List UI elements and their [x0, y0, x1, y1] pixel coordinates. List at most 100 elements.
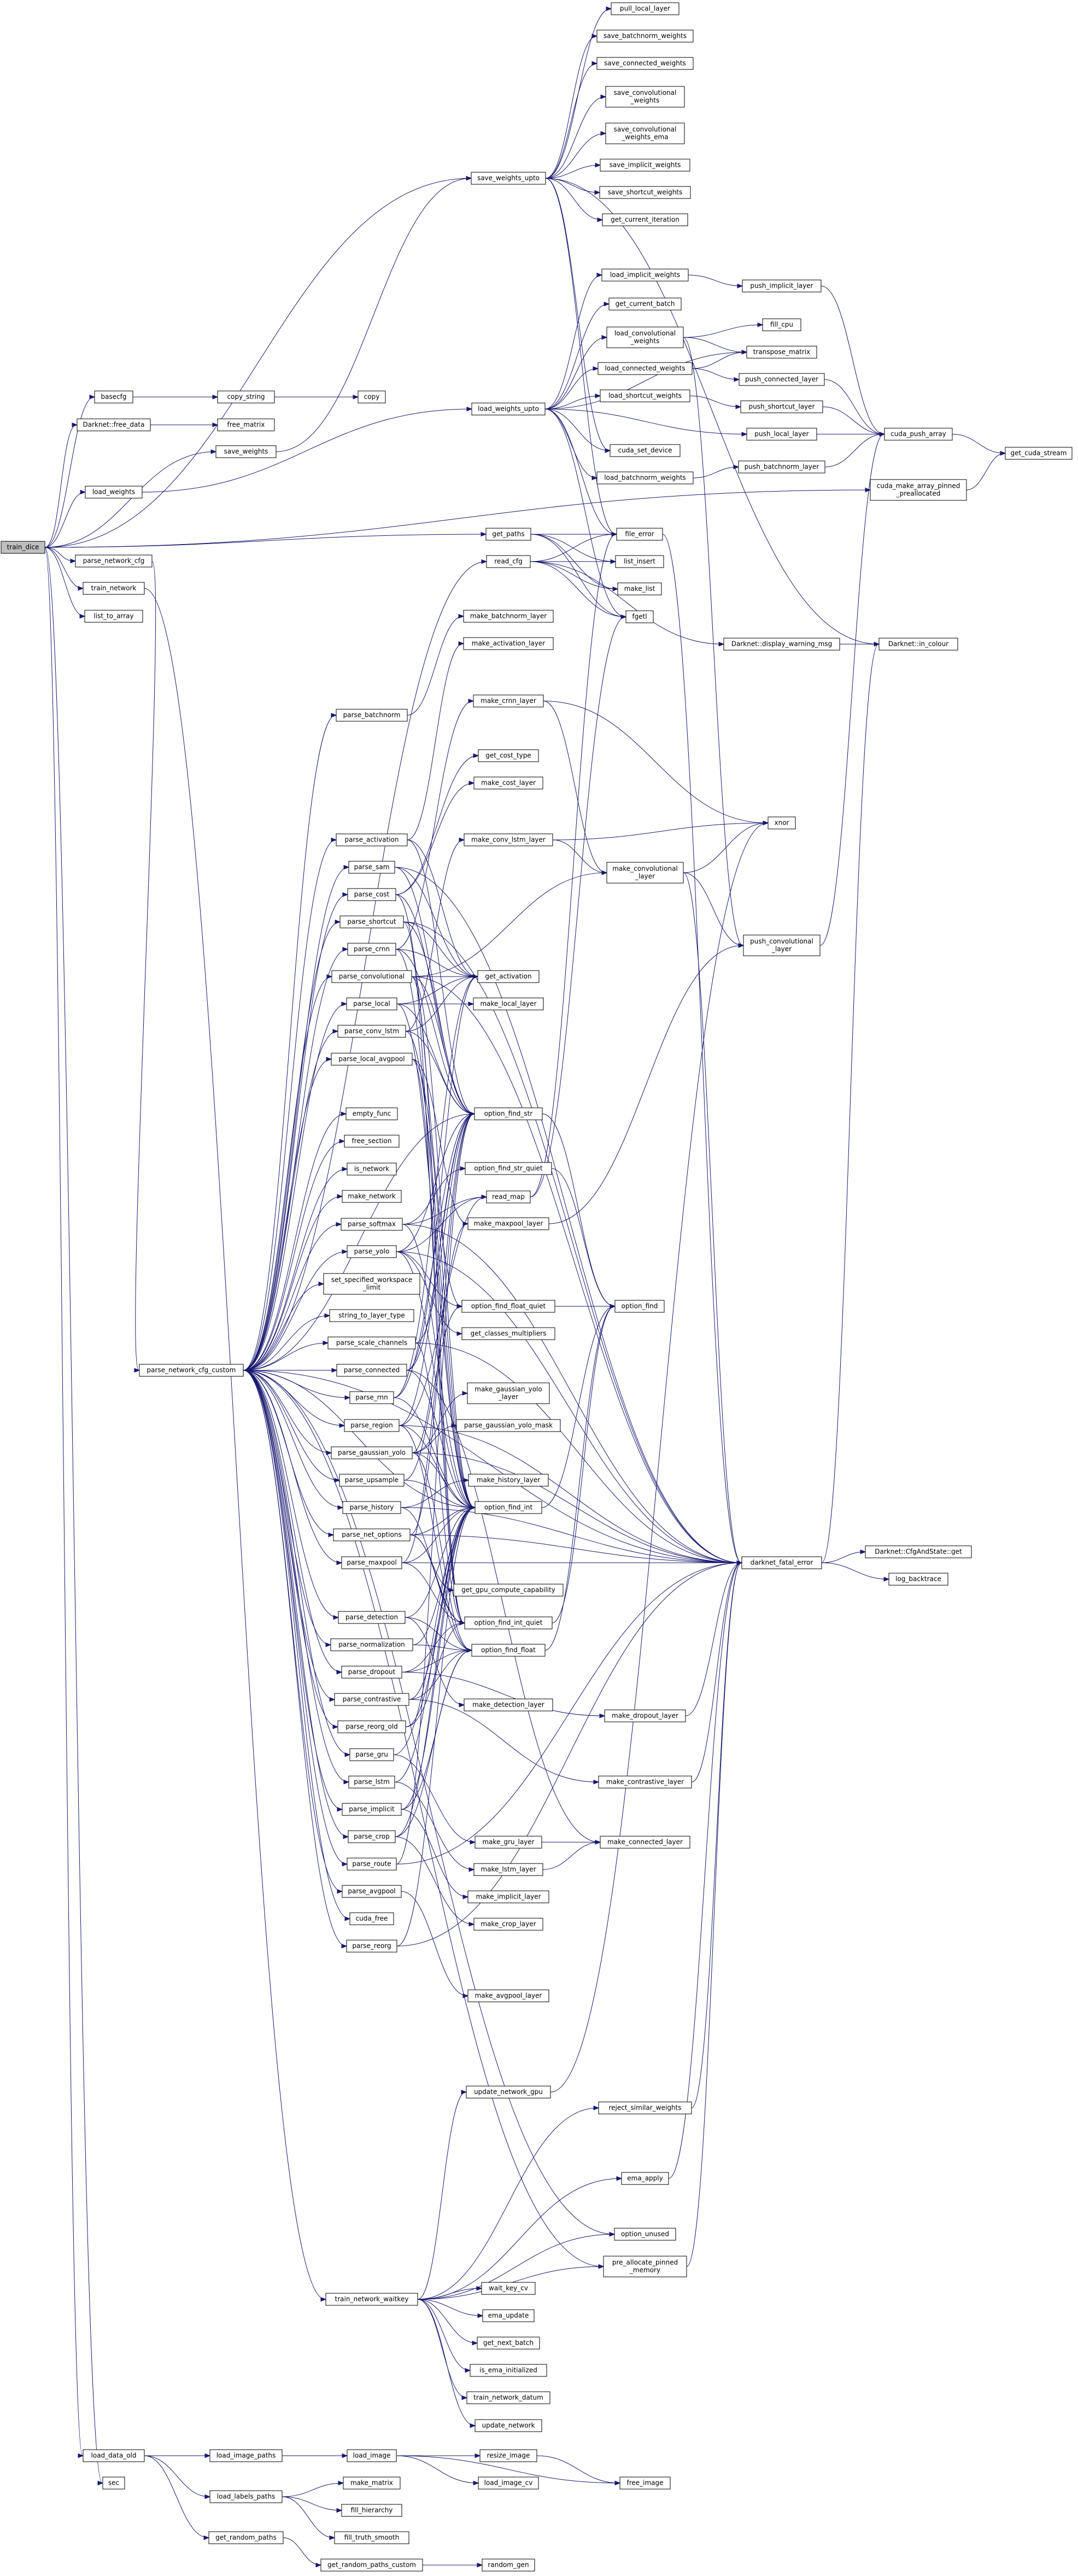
node-option-unused[interactable]: option_unused	[614, 2228, 676, 2241]
node-load-labels-paths[interactable]: load_labels_paths	[209, 2490, 283, 2503]
node-save-convolutional-weights[interactable]: save_convolutional_weights	[605, 86, 685, 108]
node-reject-similar-weights[interactable]: reject_similar_weights	[598, 2101, 692, 2114]
node-parse-gaussian-yolo-mask[interactable]: parse_gaussian_yolo_mask	[456, 1419, 561, 1432]
node-cuda-push-array[interactable]: cuda_push_array	[884, 428, 953, 441]
node-cuda-make-array-pinned-preallocated[interactable]: cuda_make_array_pinned_preallocated	[870, 479, 967, 501]
node-is-ema-initialized[interactable]: is_ema_initialized	[470, 2364, 547, 2377]
node-parse-maxpool[interactable]: parse_maxpool	[341, 1556, 402, 1569]
node-option-find[interactable]: option_find	[614, 1300, 665, 1313]
node-fgetl[interactable]: fgetl	[625, 610, 654, 623]
node-file-error[interactable]: file_error	[616, 528, 663, 541]
node-load-weights-upto[interactable]: load_weights_upto	[471, 402, 546, 416]
node-push-shortcut-layer[interactable]: push_shortcut_layer	[740, 400, 823, 413]
node-parse-softmax[interactable]: parse_softmax	[341, 1218, 403, 1231]
node-parse-detection[interactable]: parse_detection	[338, 1611, 406, 1624]
node-make-local-layer[interactable]: make_local_layer	[473, 997, 544, 1010]
node-get-cost-type[interactable]: get_cost_type	[478, 749, 539, 762]
node-parse-reorg[interactable]: parse_reorg	[346, 1940, 397, 1953]
node-pull-local-layer[interactable]: pull_local_layer	[611, 2, 679, 15]
node-train-network-waitkey[interactable]: train_network_waitkey	[325, 2293, 418, 2306]
node-basecfg[interactable]: basecfg	[94, 390, 133, 404]
node-load-convolutional-weights[interactable]: load_convolutional_weights	[606, 326, 684, 348]
node-log-backtrace[interactable]: log_backtrace	[888, 1573, 948, 1586]
node-make-matrix[interactable]: make_matrix	[343, 2476, 401, 2490]
node-make-history-layer[interactable]: make_history_layer	[468, 1474, 549, 1487]
node-list-insert[interactable]: list_insert	[615, 555, 664, 568]
node-make-convolutional-layer[interactable]: make_convolutional_layer	[606, 862, 684, 884]
node-update-network[interactable]: update_network	[474, 2419, 542, 2432]
node-get-cuda-stream[interactable]: get_cuda_stream	[1005, 447, 1073, 460]
node-sec[interactable]: sec	[102, 2476, 125, 2490]
node-save-weights-upto[interactable]: save_weights_upto	[471, 172, 546, 185]
node-get-paths[interactable]: get_paths	[485, 528, 531, 541]
node-get-activation[interactable]: get_activation	[477, 970, 540, 983]
node-get-current-batch[interactable]: get_current_batch	[608, 297, 682, 311]
node-read-cfg[interactable]: read_cfg	[486, 555, 531, 568]
node-darknet-free-data[interactable]: Darknet::free_data	[77, 418, 151, 431]
node-load-image-paths[interactable]: load_image_paths	[209, 2449, 283, 2462]
node-parse-network-cfg-custom[interactable]: parse_network_cfg_custom	[139, 1364, 244, 1377]
node-get-random-paths[interactable]: get_random_paths	[208, 2531, 284, 2544]
node-make-detection-layer[interactable]: make_detection_layer	[464, 1698, 553, 1712]
node-make-avgpool-layer[interactable]: make_avgpool_layer	[467, 1989, 549, 2002]
node-make-activation-layer[interactable]: make_activation_layer	[463, 637, 554, 650]
node-copy[interactable]: copy	[358, 390, 386, 404]
node-make-implicit-layer[interactable]: make_implicit_layer	[467, 1890, 549, 1903]
node-darknet-fatal-error[interactable]: darknet_fatal_error	[741, 1556, 822, 1569]
node-parse-lstm[interactable]: parse_lstm	[348, 1775, 395, 1789]
node-fill-truth-smooth[interactable]: fill_truth_smooth	[334, 2531, 409, 2544]
node-save-shortcut-weights[interactable]: save_shortcut_weights	[599, 186, 691, 199]
node-xnor[interactable]: xnor	[768, 816, 796, 830]
node-load-shortcut-weights[interactable]: load_shortcut_weights	[600, 389, 690, 402]
node-pre-allocate-pinned-memory[interactable]: pre_allocate_pinned_memory	[603, 2256, 687, 2277]
node-copy-string[interactable]: copy_string	[217, 390, 275, 404]
node-parse-route[interactable]: parse_route	[347, 1857, 397, 1871]
node-free-matrix[interactable]: free_matrix	[217, 418, 275, 431]
node-train-network-datum[interactable]: train_network_datum	[466, 2391, 550, 2404]
node-push-local-layer[interactable]: push_local_layer	[746, 428, 817, 441]
node-free-section[interactable]: free_section	[344, 1135, 400, 1148]
node-random-gen[interactable]: random_gen	[482, 2559, 535, 2572]
node-save-weights[interactable]: save_weights	[215, 445, 277, 458]
node-display-warning-msg[interactable]: Darknet::display_warning_msg	[723, 638, 840, 651]
node-parse-reorg-old[interactable]: parse_reorg_old	[337, 1720, 406, 1733]
node-cuda-set-device[interactable]: cuda_set_device	[610, 444, 681, 457]
node-push-convolutional-layer[interactable]: push_convolutional_layer	[743, 934, 821, 956]
node-parse-local-avgpool[interactable]: parse_local_avgpool	[331, 1053, 413, 1066]
node-load-data-old[interactable]: load_data_old	[83, 2449, 145, 2462]
node-save-implicit-weights[interactable]: save_implicit_weights	[600, 159, 690, 172]
node-read-map[interactable]: read_map	[486, 1190, 531, 1204]
node-fill-cpu[interactable]: fill_cpu	[762, 318, 801, 331]
node-make-crop-layer[interactable]: make_crop_layer	[473, 1918, 543, 1931]
node-parse-cost[interactable]: parse_cost	[347, 888, 396, 901]
node-get-next-batch[interactable]: get_next_batch	[477, 2336, 540, 2350]
node-update-network-gpu[interactable]: update_network_gpu	[466, 2086, 551, 2099]
node-push-batchnorm-layer[interactable]: push_batchnorm_layer	[738, 460, 825, 474]
node-load-weights[interactable]: load_weights	[85, 486, 143, 499]
node-parse-region[interactable]: parse_region	[344, 1419, 400, 1432]
node-make-maxpool-layer[interactable]: make_maxpool_layer	[467, 1217, 549, 1230]
node-parse-gru[interactable]: parse_gru	[349, 1748, 394, 1761]
node-transpose-matrix[interactable]: transpose_matrix	[746, 346, 817, 359]
node-option-find-float[interactable]: option_find_float	[471, 1644, 546, 1657]
node-parse-local[interactable]: parse_local	[346, 997, 397, 1010]
node-get-gpu-compute-capability[interactable]: get_gpu_compute_capability	[453, 1584, 564, 1597]
node-parse-sam[interactable]: parse_sam	[348, 861, 395, 874]
node-save-connected-weights[interactable]: save_connected_weights	[596, 57, 694, 70]
node-option-find-str-quiet[interactable]: option_find_str_quiet	[465, 1162, 552, 1175]
node-resize-image[interactable]: resize_image	[479, 2449, 537, 2462]
node-parse-scale-channels[interactable]: parse_scale_channels	[327, 1336, 416, 1350]
node-parse-shortcut[interactable]: parse_shortcut	[339, 915, 404, 928]
node-parse-conv-lstm[interactable]: parse_conv_lstm	[337, 1025, 406, 1038]
node-make-cost-layer[interactable]: make_cost_layer	[473, 776, 543, 790]
node-parse-convolutional[interactable]: parse_convolutional	[331, 970, 412, 983]
node-parse-connected[interactable]: parse_connected	[336, 1364, 407, 1377]
node-load-implicit-weights[interactable]: load_implicit_weights	[601, 268, 689, 282]
node-parse-network-cfg[interactable]: parse_network_cfg	[75, 554, 153, 568]
node-cfgandstate-get[interactable]: Darknet::CfgAndState::get	[865, 1545, 972, 1558]
node-parse-rnn[interactable]: parse_rnn	[349, 1391, 394, 1404]
node-make-network[interactable]: make_network	[342, 1190, 402, 1203]
node-wait-key-cv[interactable]: wait_key_cv	[481, 2282, 536, 2295]
node-make-conv-lstm-layer[interactable]: make_conv_lstm_layer	[464, 833, 553, 846]
node-free-image[interactable]: free_image	[619, 2476, 671, 2490]
